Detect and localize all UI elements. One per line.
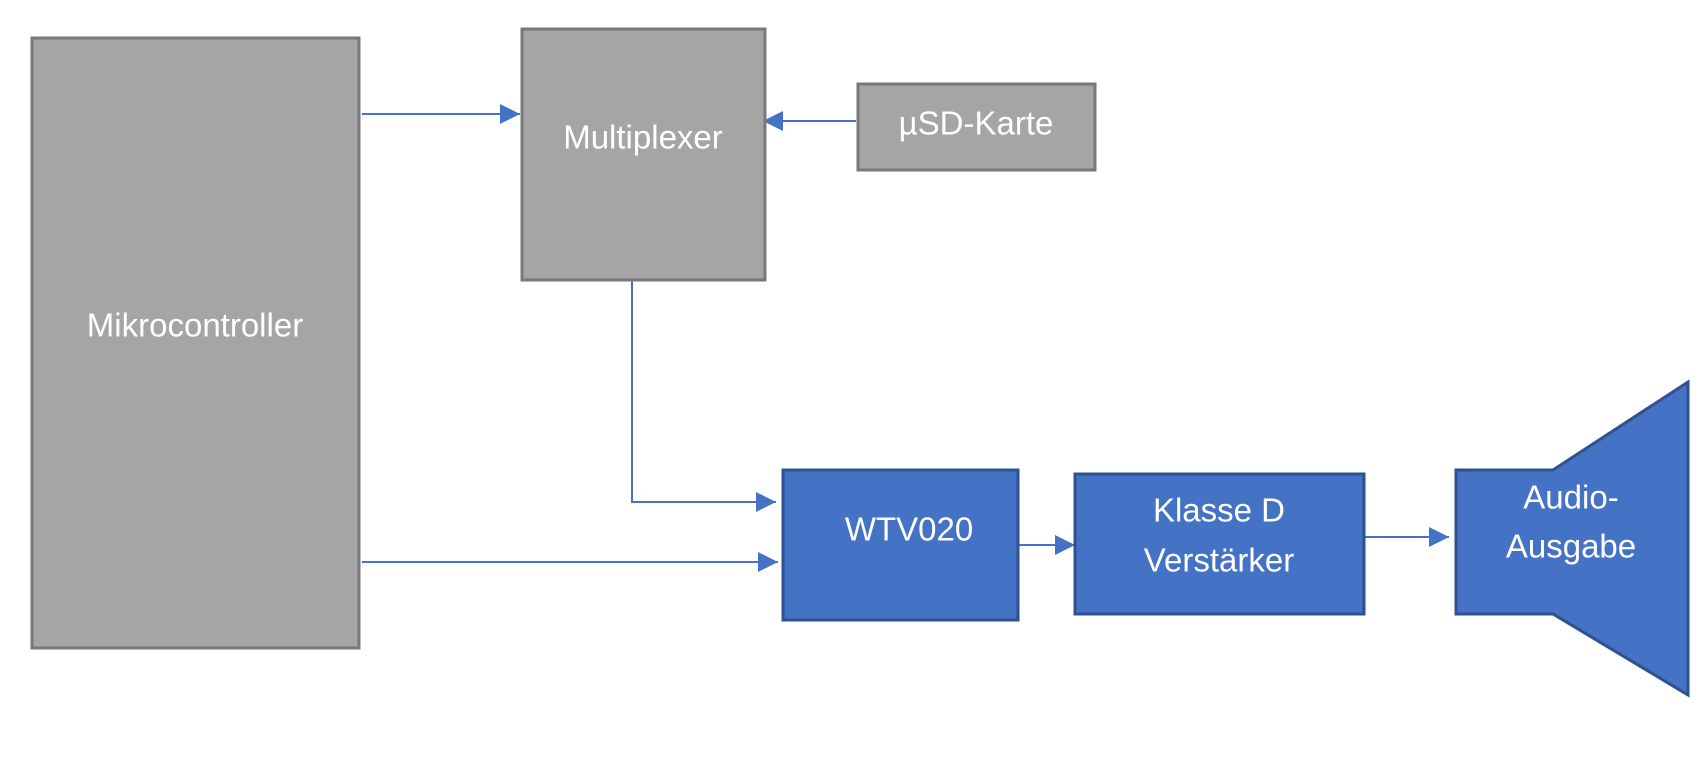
label-mikrocontroller: Mikrocontroller <box>87 307 303 344</box>
connector-multiplexer-to-wtv020 <box>631 280 776 512</box>
block-verstaerker: Klasse D Verstärker <box>1073 472 1366 616</box>
label-usd-karte: µSD-Karte <box>899 105 1054 142</box>
label-wtv020: WTV020 <box>845 511 973 548</box>
label-verstaerker-line1: Klasse D <box>1153 492 1285 529</box>
label-audio-line2: Ausgabe <box>1506 528 1636 565</box>
block-wtv020: WTV020 <box>781 468 1020 622</box>
block-usd-karte: µSD-Karte <box>856 82 1097 172</box>
speaker-icon: Audio- Ausgabe <box>1454 379 1690 698</box>
label-multiplexer: Multiplexer <box>563 119 723 156</box>
block-mikrocontroller: Mikrocontroller <box>30 36 361 650</box>
block-multiplexer: Multiplexer <box>520 27 767 282</box>
label-audio-line1: Audio- <box>1523 479 1618 516</box>
label-verstaerker-line2: Verstärker <box>1144 542 1294 579</box>
